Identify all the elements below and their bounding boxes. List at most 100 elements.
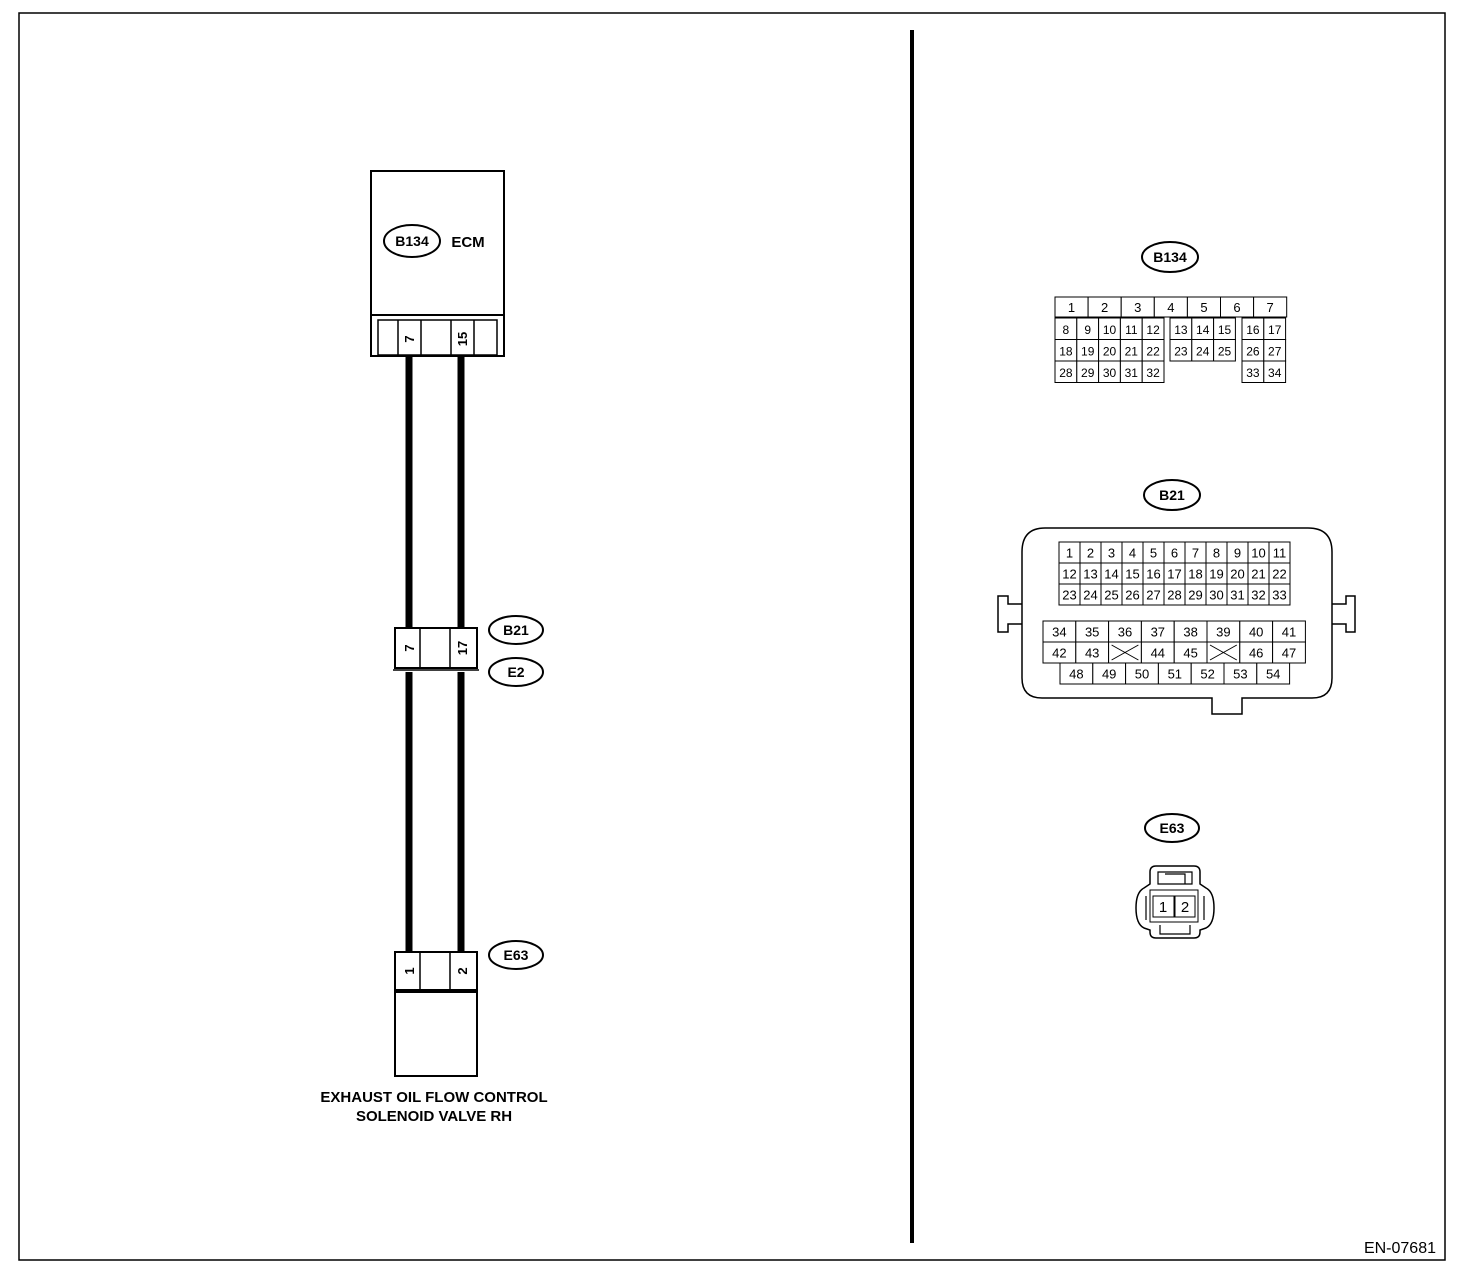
b134-pin-25-cell: [1213, 339, 1236, 362]
b21-pin-8: 8: [1213, 546, 1220, 561]
wiring-harness: [405, 356, 465, 952]
solenoid-valve: 1 2 E63 EXHAUST OIL FLOW CONTROL SOLENOI…: [320, 940, 548, 1125]
b21-pin-1: 1: [1066, 546, 1073, 561]
b134-pin-2: 2: [1101, 300, 1108, 315]
solenoid-code: E63: [504, 947, 529, 963]
b134-pin-24: 24: [1196, 344, 1210, 358]
b21-left-latch: [997, 595, 1022, 633]
b134-pin-28: 28: [1059, 366, 1073, 380]
solenoid-label-line1: EXHAUST OIL FLOW CONTROL: [320, 1089, 547, 1106]
b21-pin-7: 7: [1192, 546, 1199, 561]
b134-pin-3: 3: [1134, 300, 1141, 315]
b21-pin-37: 37: [1151, 625, 1165, 640]
solenoid-pin-1: 1: [402, 967, 417, 974]
b21-pin-19: 19: [1209, 567, 1223, 582]
solenoid-connector: [394, 951, 478, 991]
b21-pin-54: 54: [1266, 667, 1280, 682]
solenoid-code-badge: [488, 940, 544, 970]
b21-pin-31: 31: [1230, 588, 1244, 603]
b134-pin-14: 14: [1196, 323, 1210, 337]
b134-pin-4: 4: [1167, 300, 1174, 315]
b134-pin-31: 31: [1125, 366, 1139, 380]
page-frame: [18, 12, 1446, 1261]
b21-code: B21: [1159, 487, 1185, 503]
ecm-connector-inner: [377, 319, 498, 356]
b134-pin-8: 8: [1063, 323, 1070, 337]
b21-pin-42: 42: [1052, 646, 1066, 661]
b21-pin-40: 40: [1249, 625, 1263, 640]
b21-pin-14: 14: [1104, 567, 1118, 582]
connector-e63: 1 2: [1135, 865, 1215, 939]
b21-pin-21: 21: [1251, 567, 1265, 582]
b21-pin-23: 23: [1062, 588, 1076, 603]
junction-connector-body: [394, 627, 478, 669]
b134-pin-10: 10: [1103, 323, 1117, 337]
e63-code: E63: [1160, 820, 1185, 836]
b134-pin-6: 6: [1233, 300, 1240, 315]
b21-pin-50: 50: [1135, 667, 1149, 682]
e63-pin-1: 1: [1159, 899, 1167, 916]
e63-pin-2: 2: [1181, 899, 1189, 916]
b134-pin-29: 29: [1081, 366, 1095, 380]
b134-pin-27: 27: [1268, 344, 1282, 358]
b21-pin-12: 12: [1062, 567, 1076, 582]
b21-pin-5: 5: [1150, 546, 1157, 561]
ecm-label: ECM: [451, 234, 484, 251]
b21-pin-34: 34: [1052, 625, 1066, 640]
b21-pin-26: 26: [1125, 588, 1139, 603]
b21-pin-44: 44: [1151, 646, 1165, 661]
ecm-pin-7: 7: [402, 335, 417, 342]
b134-pin-33: 33: [1246, 366, 1260, 380]
b134-pin-32: 32: [1146, 366, 1160, 380]
b21-pin-35: 35: [1085, 625, 1099, 640]
b21-pin-6: 6: [1171, 546, 1178, 561]
b21-pin-10: 10: [1251, 546, 1265, 561]
b21-right-latch: [1332, 595, 1356, 633]
b21-pin-54-cell: [1256, 662, 1291, 685]
b21-pin-28: 28: [1167, 588, 1181, 603]
b134-pin-20: 20: [1103, 344, 1117, 358]
b21-pin-2: 2: [1087, 546, 1094, 561]
junction-code-upper: B21: [503, 622, 529, 638]
b21-pin-51: 51: [1168, 667, 1182, 682]
b21-pin-17: 17: [1167, 567, 1181, 582]
b134-pin-7: 7: [1267, 300, 1274, 315]
junction-code-badge-lower: [488, 657, 544, 687]
b134-pin-15: 15: [1218, 323, 1232, 337]
ecm-code-badge: [383, 224, 441, 258]
solenoid-pin-2: 2: [455, 967, 470, 974]
ecm-connector: [370, 314, 505, 357]
b21-pin-52: 52: [1200, 667, 1214, 682]
b21-pin-32: 32: [1251, 588, 1265, 603]
b21-pin-48: 48: [1069, 667, 1083, 682]
b21-pin-13: 13: [1083, 567, 1097, 582]
b21-pin-11: 11: [1273, 546, 1287, 561]
b21-pin-41: 41: [1282, 625, 1296, 640]
b21-pin-16: 16: [1146, 567, 1160, 582]
b134-pin-25: 25: [1218, 344, 1232, 358]
b134-pin-13: 13: [1174, 323, 1188, 337]
b134-code-badge: [1141, 241, 1199, 273]
b21-pin-39: 39: [1216, 625, 1230, 640]
b21-pin-29: 29: [1188, 588, 1202, 603]
b134-pin-17: 17: [1268, 323, 1282, 337]
b134-pin-1: 1: [1068, 300, 1075, 315]
figure-id: EN-07681: [1364, 1240, 1436, 1257]
b21-pin-20: 20: [1230, 567, 1244, 582]
b21-pin-53: 53: [1233, 667, 1247, 682]
b21-code-badge: [1143, 479, 1201, 511]
b134-pin-9: 9: [1084, 323, 1091, 337]
junction-pin-7: 7: [402, 644, 417, 651]
b134-pin-16: 16: [1246, 323, 1260, 337]
b21-pin-9: 9: [1234, 546, 1241, 561]
b21-pin-43: 43: [1085, 646, 1099, 661]
ecm-code: B134: [395, 233, 429, 249]
b134-pin-34-cell: [1263, 360, 1287, 383]
b21-pin-30: 30: [1209, 588, 1223, 603]
b21-pin-36: 36: [1118, 625, 1132, 640]
ecm-module: B134 ECM 7 15: [370, 170, 505, 357]
b21-pin-4: 4: [1129, 546, 1136, 561]
b21-pin-45: 45: [1183, 646, 1197, 661]
